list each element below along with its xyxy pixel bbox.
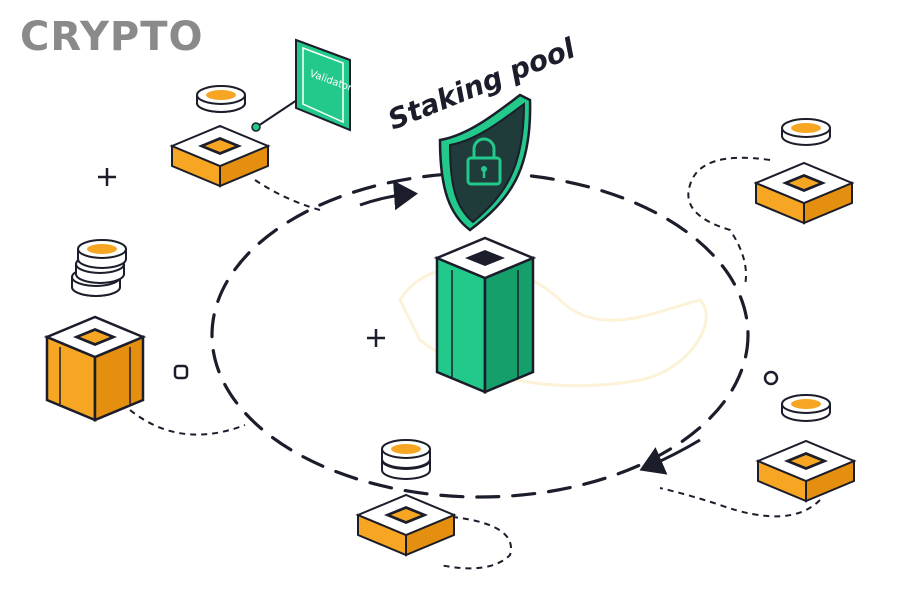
block-icon: [755, 439, 857, 503]
coin-stack-icon: [781, 118, 831, 146]
node-left: [43, 239, 147, 422]
cycle-arrow-bottom: [639, 438, 701, 475]
block-icon: [355, 493, 457, 557]
block-icon: [169, 124, 271, 188]
plus-icon: [367, 329, 385, 347]
connector-left: [129, 409, 246, 436]
shield-icon: [438, 93, 532, 232]
coin-stack-icon: [71, 239, 127, 297]
brand-logo-text: CRYPTO: [20, 14, 204, 60]
coin-stack-icon: [381, 439, 431, 480]
cycle-arrow-top: [359, 180, 418, 211]
staking-pool-pillar: [433, 236, 537, 394]
plus-icon: [98, 168, 116, 186]
square-ring-accent: [173, 364, 189, 380]
connector-top-left: [254, 179, 321, 211]
node-right-bottom: [755, 394, 857, 503]
connector-bottom: [429, 514, 512, 570]
lock-icon: [466, 137, 502, 186]
coin-stack-icon: [196, 85, 246, 113]
circle-ring-accent: [763, 370, 779, 386]
node-top-left: [169, 85, 271, 188]
node-right-top: [753, 118, 855, 225]
node-bottom: [355, 439, 457, 557]
validator-sign: Validator: [251, 38, 354, 132]
diagram-title: Staking pool: [383, 31, 580, 136]
connector-right-top: [687, 156, 771, 286]
block-icon: [753, 161, 855, 225]
block-icon: [43, 315, 147, 422]
coin-stack-icon: [781, 394, 831, 422]
connector-right-bottom: [659, 487, 821, 518]
